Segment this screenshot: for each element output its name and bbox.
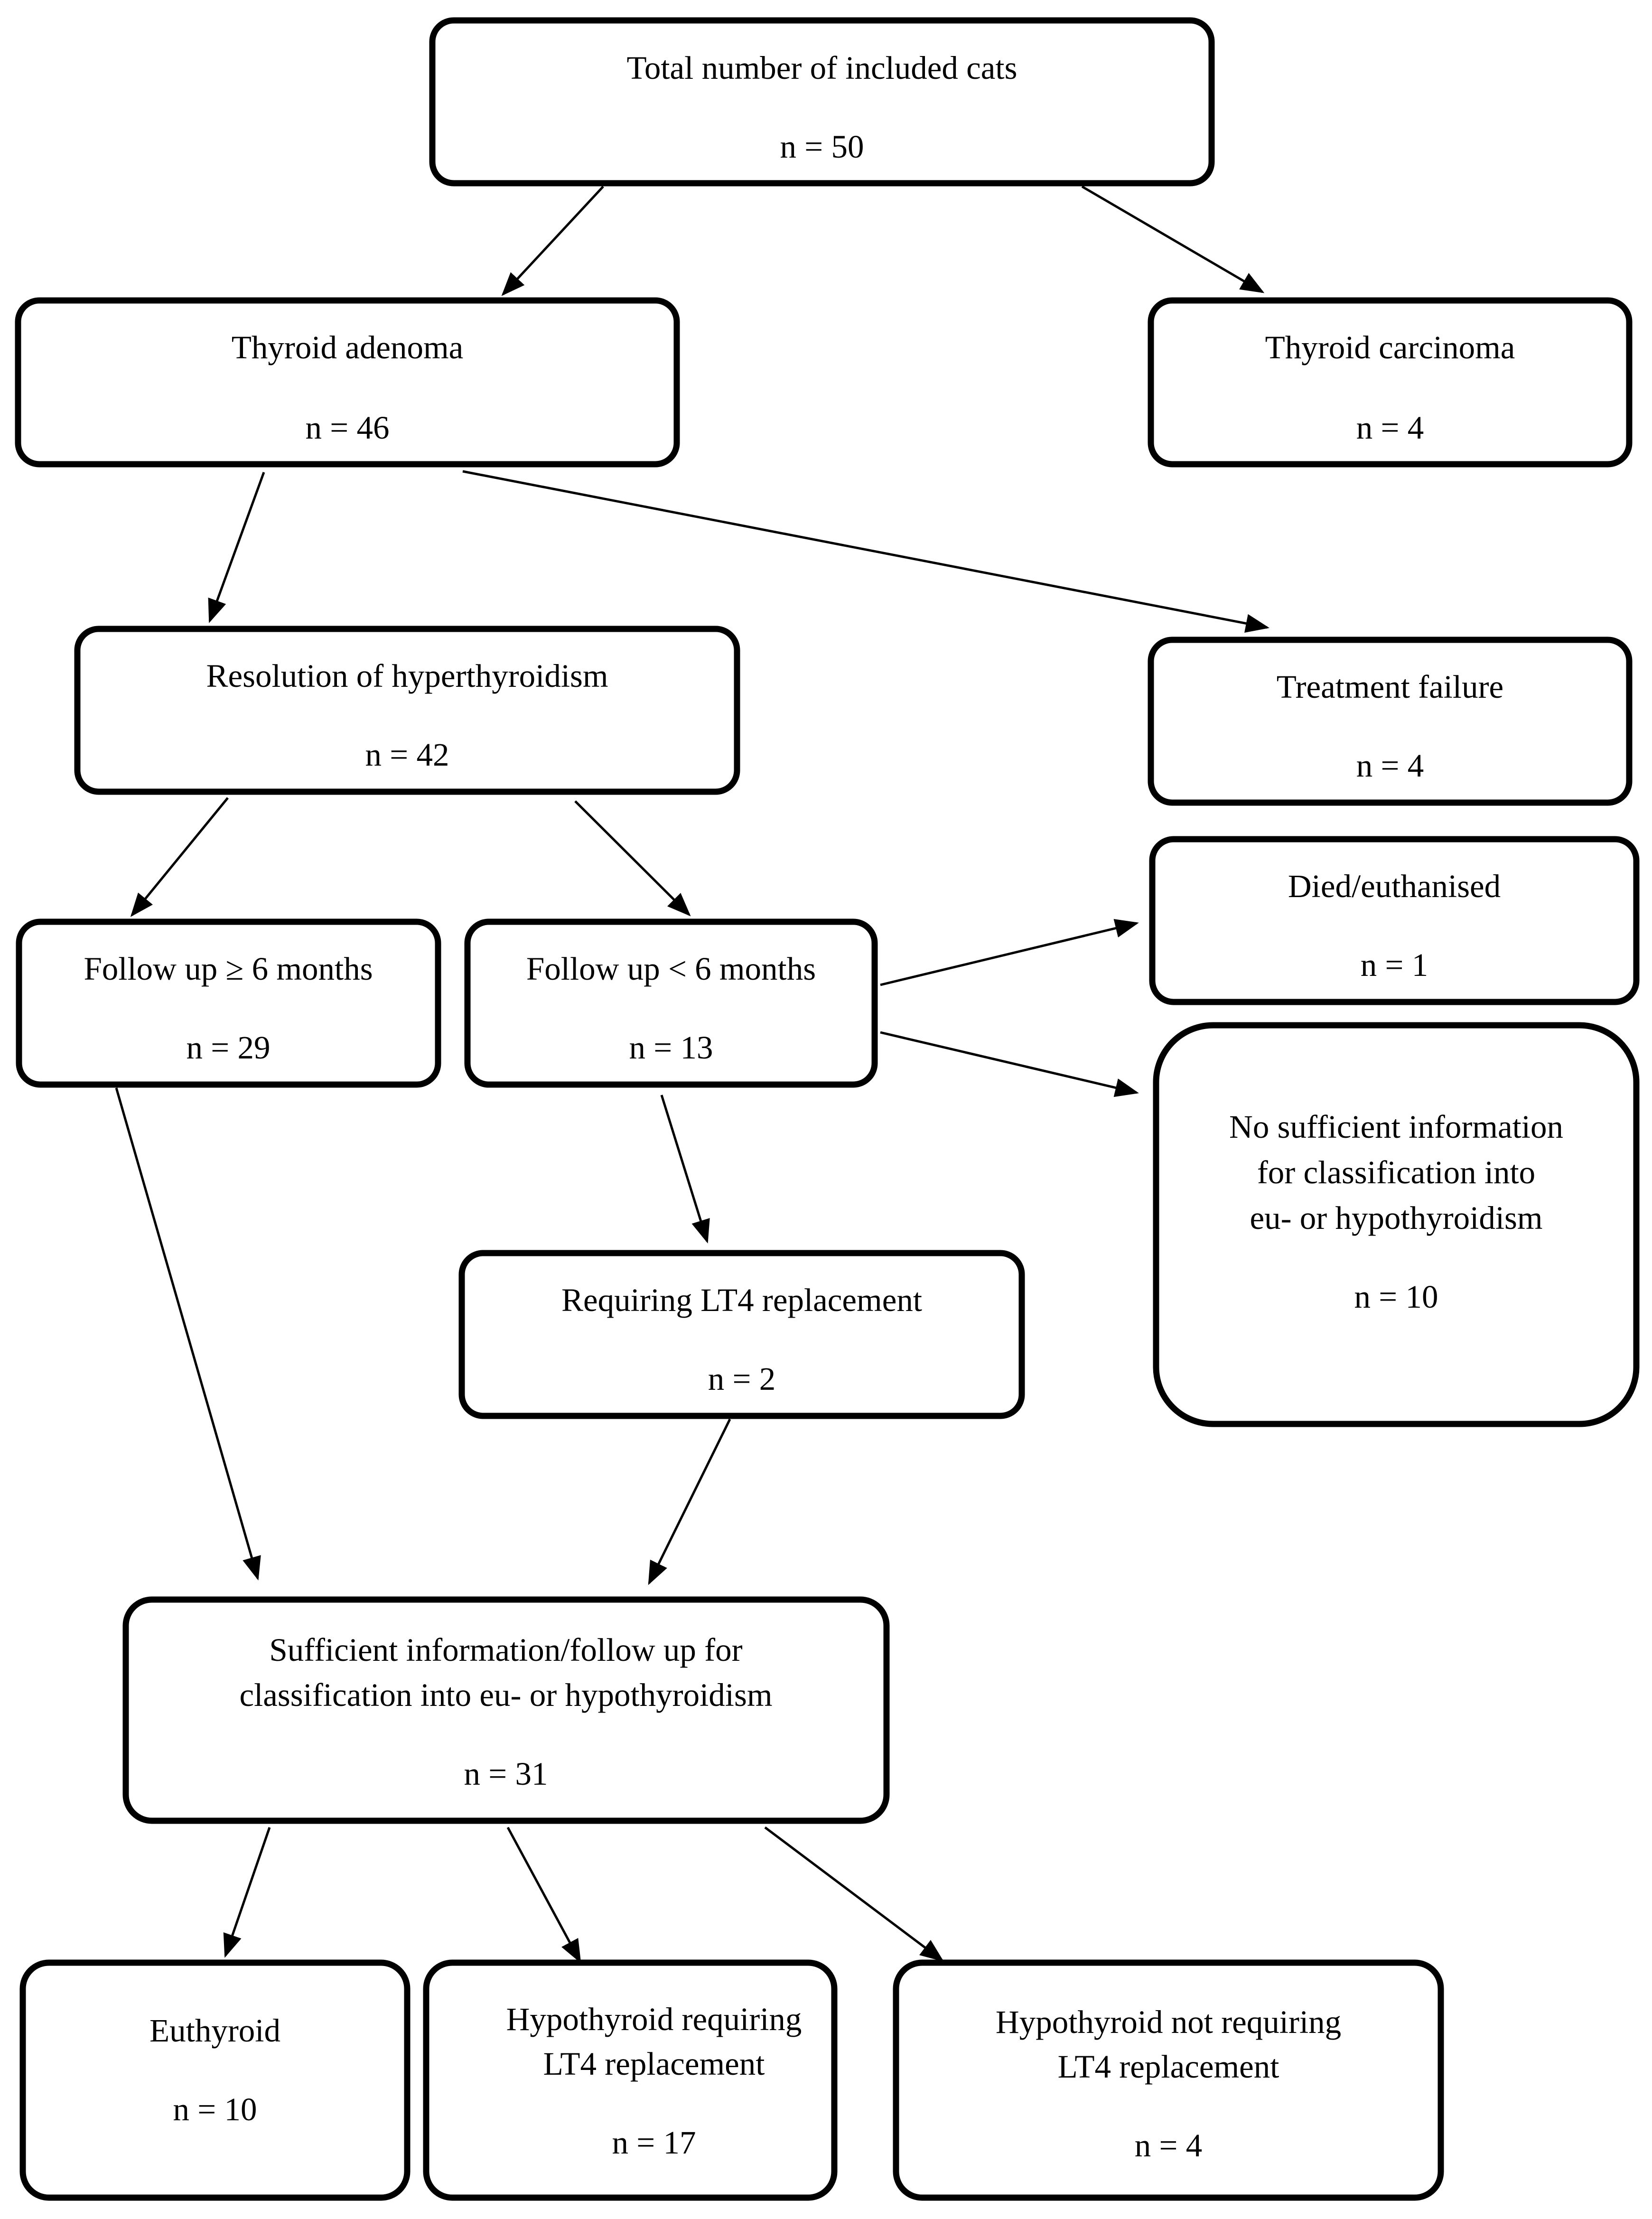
node-lt4-box [458,1250,1025,1419]
node-hypo-requiring-label-line-2: LT4 replacement [543,2046,765,2082]
node-carcinoma-label: Thyroid carcinoma [1265,329,1515,365]
edge-resolution-to-followup-long [130,797,229,917]
node-resolution-count: n = 42 [365,737,449,773]
edge-sufficient-to-hypo-not-requiring [764,1826,944,1962]
node-sufficient-label-line-2: classification into eu- or hypothyroidis… [240,1677,773,1713]
node-treatment-failure: Treatment failure n = 4 [1148,637,1633,806]
node-insufficient: No sufficient information for classifica… [1153,1022,1640,1427]
node-hypo-not-requiring-count: n = 4 [1135,2127,1202,2163]
edge-lt4-to-sufficient [648,1418,731,1585]
node-followup-short-box [464,918,878,1088]
node-adenoma: Thyroid adenoma n = 46 [15,297,680,468]
node-died-label: Died/euthanised [1288,868,1501,904]
node-carcinoma-box [1148,297,1633,468]
node-hypo-not-requiring-box [893,1959,1444,2201]
node-carcinoma: Thyroid carcinoma n = 4 [1148,297,1633,468]
node-hypo-not-requiring: Hypothyroid not requiring LT4 replacemen… [893,1959,1444,2201]
node-adenoma-label: Thyroid adenoma [232,329,464,365]
node-treatment-failure-count: n = 4 [1356,748,1424,784]
node-adenoma-count: n = 46 [306,410,390,446]
node-total-label: Total number of included cats [627,50,1017,86]
edge-followup-short-to-died [880,919,1139,986]
node-followup-long-box [16,918,441,1088]
edge-followup-long-to-sufficient [115,1087,261,1581]
node-followup-short-count: n = 13 [629,1030,713,1066]
node-sufficient-label-line-1: Sufficient information/follow up for [269,1632,742,1668]
node-died: Died/euthanised n = 1 [1149,836,1640,1005]
node-resolution: Resolution of hyperthyroidism n = 42 [74,626,740,795]
node-insufficient-box [1153,1022,1640,1427]
node-hypo-not-requiring-label-line-2: LT4 replacement [1058,2049,1279,2085]
edge-total-to-carcinoma [1081,185,1265,293]
node-followup-long: Follow up ≥ 6 months n = 29 [16,918,441,1088]
node-sufficient-box [122,1596,890,1824]
edge-adenoma-to-resolution [208,472,265,623]
node-lt4-count: n = 2 [708,1361,775,1397]
edge-total-to-adenoma [501,186,604,296]
node-total-box [429,17,1215,187]
node-insufficient-label-line-1: No sufficient information [1229,1109,1563,1145]
node-followup-long-label: Follow up ≥ 6 months [84,951,373,987]
node-died-box [1149,836,1640,1005]
node-sufficient-count: n = 31 [464,1756,548,1792]
edge-sufficient-to-hypo-requiring [506,1826,581,1964]
node-euthyroid-box [19,1959,411,2201]
node-resolution-box [74,626,740,795]
connectors [115,185,1269,1964]
node-carcinoma-count: n = 4 [1356,410,1424,446]
node-euthyroid-label: Euthyroid [149,2013,280,2049]
node-total: Total number of included cats n = 50 [429,17,1215,187]
edge-resolution-to-followup-short [574,800,691,917]
node-adenoma-box [15,297,680,468]
node-euthyroid: Euthyroid n = 10 [19,1959,411,2201]
node-treatment-failure-box [1148,637,1633,806]
edge-sufficient-to-euthyroid [223,1827,271,1958]
node-insufficient-count: n = 10 [1354,1279,1438,1315]
node-euthyroid-count: n = 10 [173,2091,257,2127]
edge-followup-short-to-insufficient [880,1031,1139,1097]
node-insufficient-label-line-3: eu- or hypothyroidism [1250,1200,1542,1236]
node-hypo-requiring-box [423,1959,838,2201]
node-died-count: n = 1 [1361,947,1428,983]
node-hypo-requiring: Hypothyroid requiring LT4 replacement n … [423,1959,838,2201]
node-followup-long-count: n = 29 [187,1030,271,1066]
node-sufficient: Sufficient information/follow up for cla… [122,1596,890,1824]
node-treatment-failure-label: Treatment failure [1277,669,1503,705]
node-followup-short: Follow up < 6 months n = 13 [464,918,878,1088]
node-followup-short-label: Follow up < 6 months [526,951,816,987]
node-lt4: Requiring LT4 replacement n = 2 [458,1250,1025,1419]
node-hypo-requiring-label-line-1: Hypothyroid requiring [506,2001,802,2037]
node-hypo-not-requiring-label-line-1: Hypothyroid not requiring [996,2004,1341,2040]
edge-adenoma-to-treatment-failure [462,470,1269,633]
node-insufficient-label-line-2: for classification into [1257,1154,1535,1190]
node-resolution-label: Resolution of hyperthyroidism [206,658,608,694]
node-total-count: n = 50 [780,129,864,165]
node-hypo-requiring-count: n = 17 [612,2125,696,2161]
node-lt4-label: Requiring LT4 replacement [561,1282,922,1318]
edge-followup-short-to-lt4 [660,1095,710,1244]
